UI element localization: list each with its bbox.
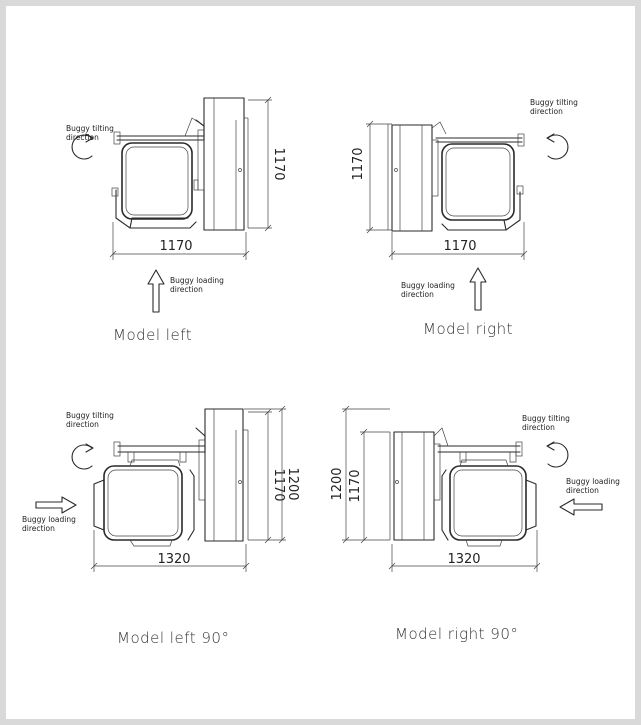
- loading-arrow-icon: [559, 498, 603, 516]
- lift-column: [197, 97, 249, 231]
- tilting-arm: [433, 427, 523, 463]
- dimension-vertical-outer-value: 1200: [330, 467, 345, 500]
- dimension-horizontal-value: 1320: [157, 552, 190, 567]
- tilting-label: direction: [66, 133, 99, 142]
- caption-model-right-90: Model right 90°: [395, 625, 518, 643]
- buggy: [441, 459, 537, 547]
- dimension-vertical-outer-value: 1200: [285, 467, 300, 500]
- dimension-vertical-inner: [248, 408, 286, 544]
- dimension-horizontal: [388, 530, 541, 572]
- tilting-arm: [113, 117, 205, 145]
- caption-model-left-90: Model left 90°: [117, 629, 229, 647]
- tilting-arm: [431, 121, 525, 147]
- figure-model-left-90: Buggy tilting direction 1170 1200 1320: [22, 405, 300, 647]
- tilting-label: direction: [66, 420, 99, 429]
- dimension-vertical-inner: [360, 428, 390, 544]
- tilting-label: Buggy tilting: [522, 414, 570, 423]
- tilting-label: direction: [530, 107, 563, 116]
- buggy: [111, 142, 199, 229]
- tilting-label: Buggy tilting: [66, 411, 114, 420]
- caption-model-left: Model left: [113, 326, 192, 344]
- dimension-horizontal: [388, 222, 528, 260]
- dimension-vertical-outer: [244, 405, 286, 544]
- buggy: [93, 459, 195, 547]
- figure-model-right-90: Buggy tilting direction 1200 1170 1320: [330, 405, 620, 643]
- buggy: [441, 143, 524, 231]
- dimension-horizontal-value: 1170: [443, 239, 476, 254]
- drawing-sheet: [6, 6, 635, 719]
- loading-label: direction: [170, 285, 203, 294]
- lift-column: [389, 431, 441, 541]
- loading-label: Buggy loading: [401, 281, 455, 290]
- lift-column: [387, 124, 439, 232]
- tilting-arrow-icon: [546, 441, 569, 468]
- dimension-vertical-inner-value: 1170: [271, 468, 286, 501]
- figure-model-right: Buggy tilting direction 1170 1170 Buggy …: [351, 98, 578, 338]
- tilting-arrow-icon: [71, 443, 94, 470]
- dimension-vertical-inner-value: 1170: [348, 469, 363, 502]
- dimension-vertical-value: 1170: [271, 147, 286, 180]
- loading-arrow-icon: [469, 267, 487, 311]
- dimension-vertical-value: 1170: [351, 147, 366, 180]
- caption-model-right: Model right: [423, 320, 513, 338]
- tilting-arrow-icon: [71, 133, 94, 160]
- figure-model-left: Buggy tilting direction 1170 1170 Buggy …: [66, 96, 286, 344]
- dimension-horizontal-value: 1170: [159, 239, 192, 254]
- loading-arrow-icon: [35, 496, 77, 514]
- loading-label: direction: [22, 524, 55, 533]
- tilting-arrow-icon: [546, 133, 569, 160]
- dimension-vertical: [248, 96, 272, 232]
- loading-label: direction: [401, 290, 434, 299]
- dimension-horizontal: [109, 222, 250, 260]
- dimension-horizontal: [90, 530, 250, 572]
- dimension-vertical: [366, 120, 392, 234]
- lift-column: [198, 408, 249, 542]
- loading-arrow-icon: [147, 269, 165, 313]
- loading-label: direction: [566, 486, 599, 495]
- tilting-label: Buggy tilting: [66, 124, 114, 133]
- dimension-horizontal-value: 1320: [447, 552, 480, 567]
- dimension-vertical-outer: [342, 405, 390, 544]
- loading-label: Buggy loading: [566, 477, 620, 486]
- tilting-arm: [113, 427, 206, 463]
- tilting-label: Buggy tilting: [530, 98, 578, 107]
- tilting-label: direction: [522, 423, 555, 432]
- loading-label: Buggy loading: [170, 276, 224, 285]
- loading-label: Buggy loading: [22, 515, 76, 524]
